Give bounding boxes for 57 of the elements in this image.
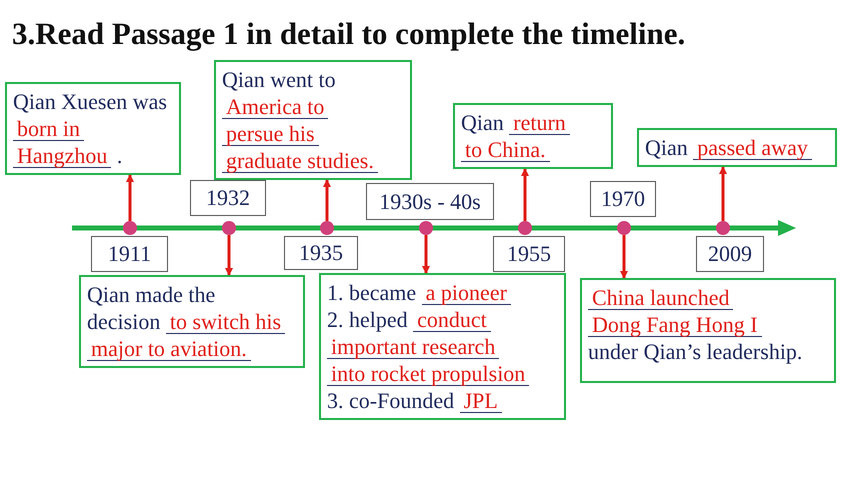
answer-text: a pioneer — [422, 282, 511, 305]
title: 3.Read Passage 1 in detail to complete the timeline. — [12, 16, 686, 52]
answer-text: America to — [222, 96, 328, 119]
event-card — [319, 273, 566, 420]
answer-text: passed away — [693, 137, 812, 160]
prompt-text: Qian went to — [222, 67, 336, 92]
arrow — [422, 235, 430, 274]
answer-text: China launched — [588, 287, 734, 310]
prompt-text: Qian — [645, 135, 688, 160]
prompt-text: Qian made the — [87, 282, 216, 307]
answer-text: conduct — [413, 309, 491, 332]
timeline-dot — [518, 221, 532, 235]
timeline-dot — [617, 221, 631, 235]
answer-text: JPL — [460, 390, 502, 413]
year-label: 1911 — [91, 236, 168, 272]
event-card — [637, 128, 837, 167]
timeline-dot — [320, 221, 334, 235]
answer-text: born in — [13, 118, 84, 141]
answer-text: important research — [327, 336, 500, 359]
prompt-text: 1. became — [327, 280, 416, 305]
arrow — [225, 235, 233, 276]
timeline-dot — [419, 221, 433, 235]
year-label: 2009 — [696, 236, 764, 272]
year-label: 1955 — [493, 236, 565, 272]
answer-text: return — [509, 112, 570, 135]
event-card — [580, 278, 836, 383]
event-card — [453, 103, 613, 169]
timeline-dot — [123, 221, 137, 235]
answer-text: graduate studies. — [222, 150, 378, 173]
prompt-text: . — [116, 143, 122, 168]
year-label: 1932 — [190, 180, 266, 216]
arrow — [719, 166, 727, 221]
year-label: 1935 — [284, 236, 358, 270]
event-card — [214, 60, 412, 180]
prompt-text: Qian Xuesen was — [13, 89, 167, 114]
prompt-text: 2. helped — [327, 307, 408, 332]
prompt-text: Qian — [461, 110, 504, 135]
year-label: 1970 — [590, 181, 656, 217]
arrow — [521, 168, 529, 221]
prompt-text: 3. co-Founded — [327, 388, 454, 413]
event-card — [5, 82, 181, 175]
arrow — [620, 235, 628, 279]
answer-text: persue his — [222, 123, 319, 146]
prompt-text: under Qian’s leadership. — [588, 339, 802, 364]
event-card — [79, 275, 305, 368]
answer-text: to switch his — [166, 311, 286, 334]
answer-text: major to aviation. — [87, 338, 251, 361]
arrow — [323, 179, 331, 221]
answer-text: Hangzhou — [13, 145, 112, 168]
timeline-dot — [222, 221, 236, 235]
prompt-text: decision — [87, 309, 160, 334]
answer-text: Dong Fang Hong I — [588, 314, 762, 337]
answer-text: to China. — [461, 139, 550, 162]
arrow — [126, 174, 134, 221]
timeline-dot — [716, 221, 730, 235]
answer-text: into rocket propulsion — [327, 363, 530, 386]
year-label: 1930s - 40s — [366, 183, 494, 220]
